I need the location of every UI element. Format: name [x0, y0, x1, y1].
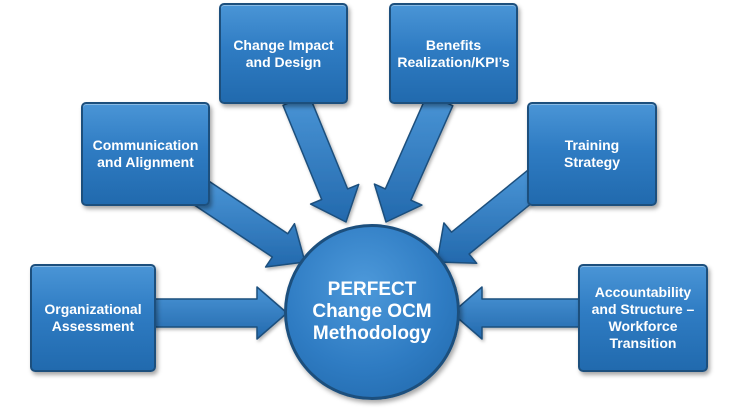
perfect-ocm-methodology-circle: PERFECT Change OCM Methodology	[284, 224, 460, 400]
accountability-and-structure-box: Accountability and Structure – Workforce…	[578, 264, 708, 372]
training-strategy-box: Training Strategy	[527, 102, 657, 206]
arrow-organizational-assessment	[151, 286, 288, 340]
arrow-change-impact-and-design	[282, 93, 360, 223]
arrow-benefits-realization	[373, 93, 454, 223]
arrow-communication-and-alignment	[191, 179, 306, 268]
change-impact-and-design-box: Change Impact and Design	[219, 3, 348, 104]
arrow-accountability-and-structure	[451, 286, 583, 340]
communication-and-alignment-box: Communication and Alignment	[81, 102, 210, 206]
organizational-assessment-box: Organizational Assessment	[30, 264, 156, 372]
benefits-realization-box: Benefits Realization/KPI’s	[389, 3, 518, 104]
